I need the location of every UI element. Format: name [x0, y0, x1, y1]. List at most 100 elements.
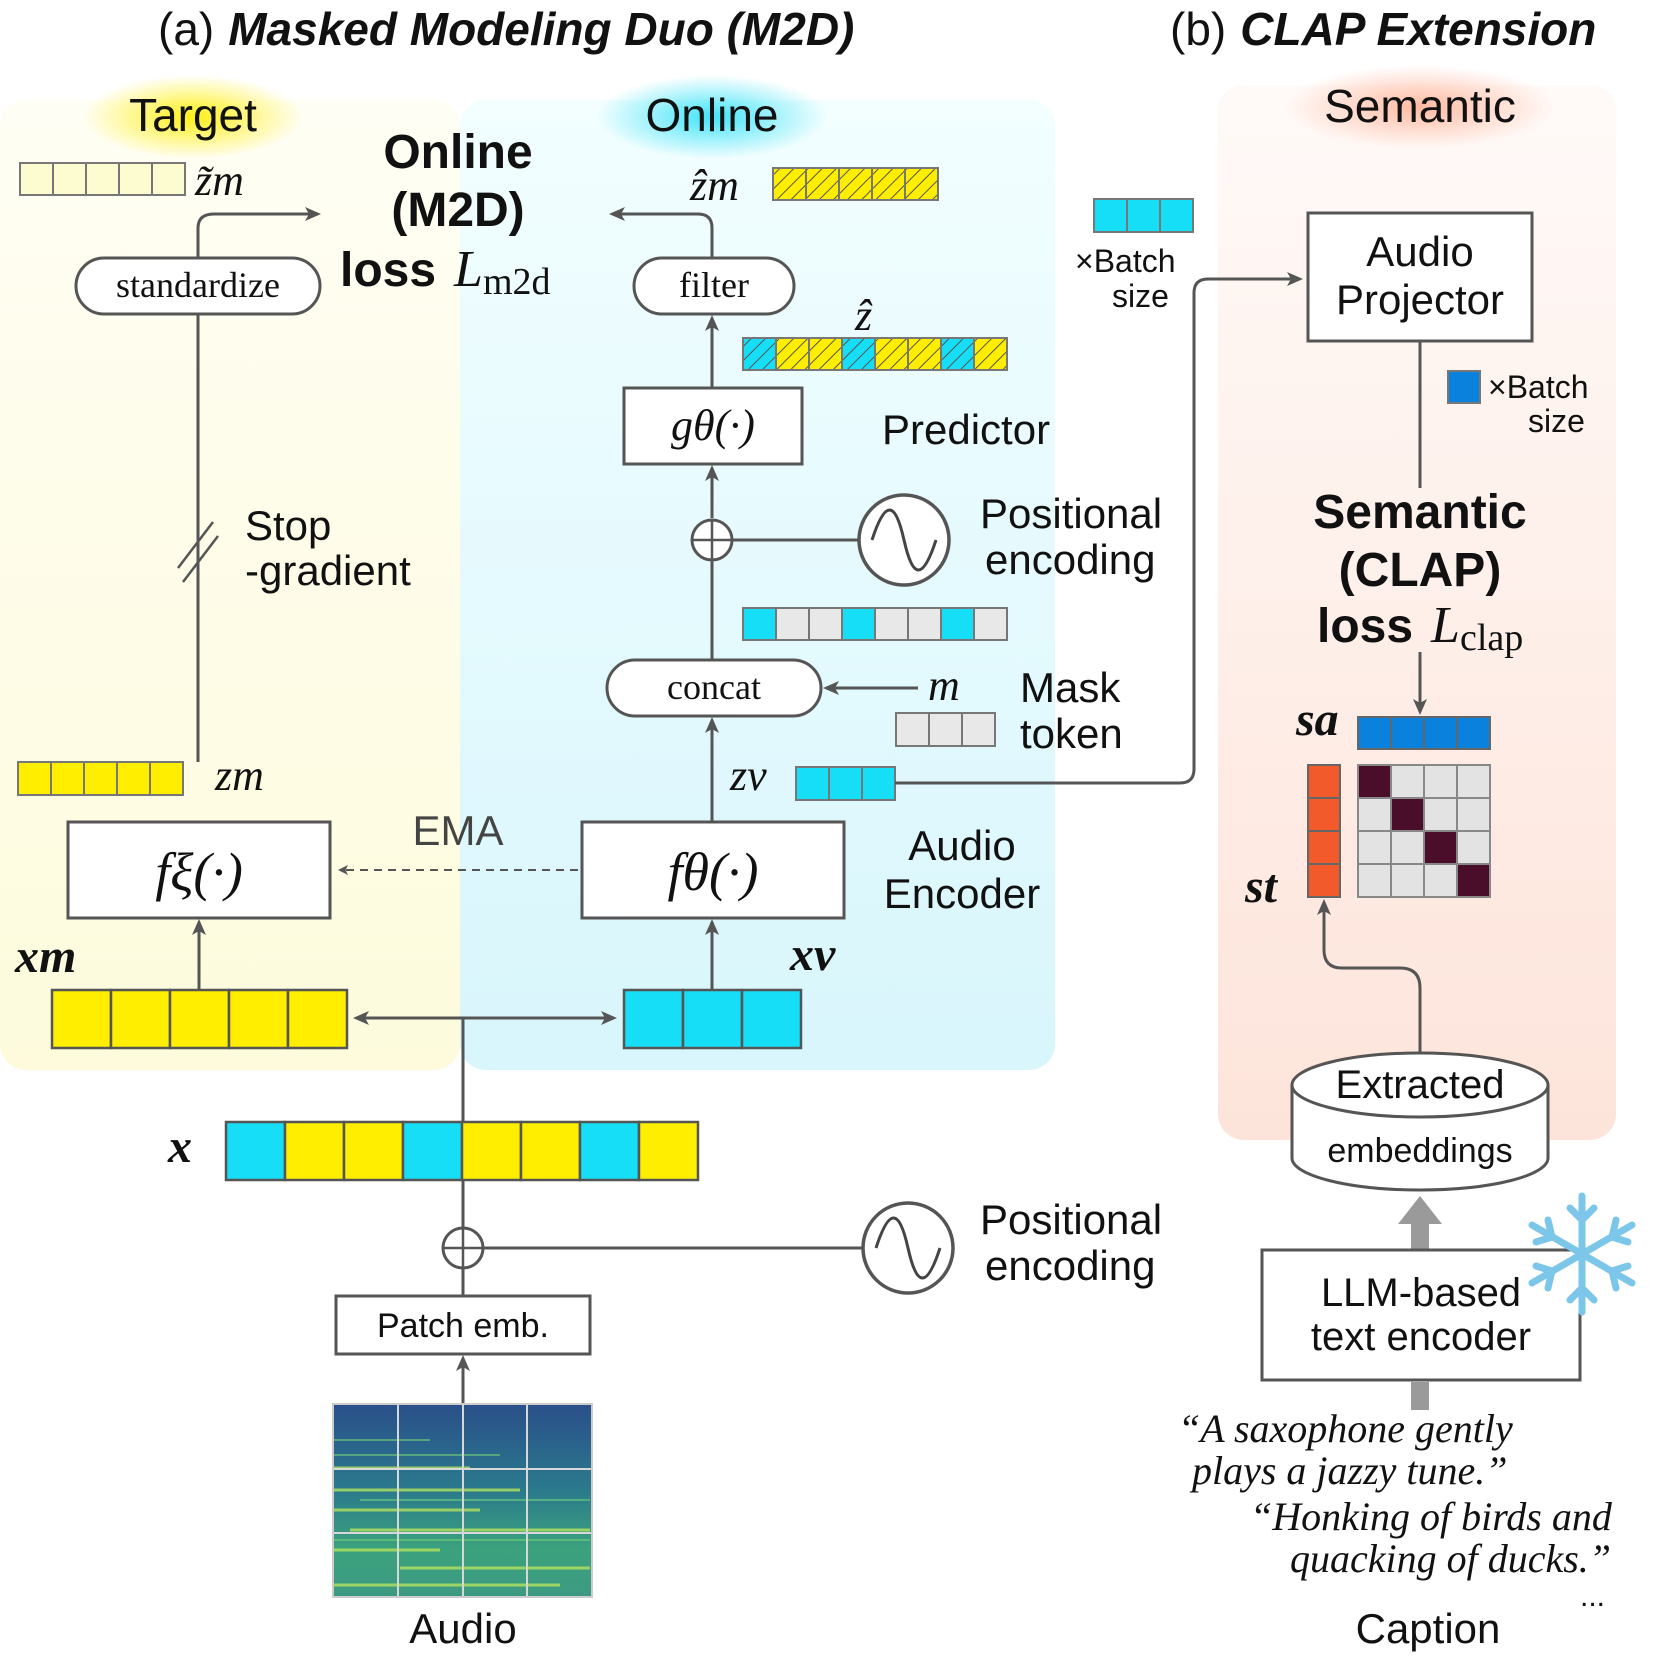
pos-enc-bottom-label-2: encoding: [985, 1242, 1155, 1289]
audio-projector-label-2: Projector: [1336, 276, 1504, 323]
stop-gradient-label-1: Stop: [245, 502, 331, 549]
target-encoder-box: [66, 820, 332, 920]
positional-encoding-icon-top: [857, 493, 951, 587]
positional-encoding-icon-bottom: [861, 1201, 955, 1295]
batch-label-right-2: size: [1528, 403, 1585, 439]
caption-ellipsis: ...: [1580, 1580, 1605, 1613]
svg-text:Online: Online: [383, 126, 532, 179]
caption-label: Caption: [1356, 1605, 1501, 1652]
z-tilde-m-symbol: z̃m: [194, 156, 244, 205]
online-label-glow: [597, 75, 827, 159]
target-label: Target: [129, 89, 257, 141]
llm-to-db-arrow: [1398, 1196, 1442, 1250]
panel-a-title: (a)Masked Modeling Duo (M2D): [158, 3, 854, 55]
target-encoder-label: fξ(·): [155, 842, 243, 902]
concat-box: [605, 658, 823, 718]
semantic-label: Semantic: [1324, 80, 1516, 132]
standardize-to-loss-arrow: [196, 207, 321, 258]
ema-label: EMA: [412, 807, 503, 854]
z-hat-m-tokens: [772, 167, 939, 201]
x-tokens: [224, 1120, 700, 1182]
filter-box: [632, 256, 796, 316]
svg-text:“A saxophone gently: “A saxophone gently: [1178, 1406, 1513, 1451]
similarity-matrix: [1357, 764, 1491, 898]
db-to-st-arrow: [1317, 899, 1422, 1060]
svg-text:“Honking of birds and: “Honking of birds and: [1250, 1494, 1613, 1539]
standardize-label: standardize: [116, 265, 280, 305]
x-v-tokens: [622, 988, 803, 1050]
caption-examples: “A saxophone gently plays a jazzy tune.”…: [1178, 1406, 1613, 1581]
db-label-1: Extracted: [1336, 1063, 1505, 1107]
panel-b-title: (b)CLAP Extension: [1170, 3, 1596, 55]
svg-text:quacking of ducks.”: quacking of ducks.”: [1290, 1536, 1611, 1581]
online-region-bg: [460, 100, 1055, 1070]
batch-token-blue: [1447, 370, 1481, 404]
stop-gradient-marks: [177, 521, 219, 583]
zv-to-projector-arrow: [895, 272, 1303, 785]
semantic-label-glow: [1285, 65, 1555, 149]
mask-token-label-1: Mask: [1020, 664, 1121, 711]
svg-text:(M2D): (M2D): [391, 184, 524, 237]
pos-enc-bottom-label-1: Positional: [980, 1196, 1162, 1243]
filter-to-loss-arrow: [609, 207, 714, 258]
spectrogram-image: [332, 1403, 593, 1598]
stop-gradient-label-2: -gradient: [245, 547, 411, 594]
m2d-loss-label: Online (M2D): [383, 126, 532, 237]
m-symbol: m: [928, 661, 960, 710]
llm-encoder-label-1: LLM-based: [1321, 1271, 1521, 1315]
audio-caption: Audio: [409, 1605, 516, 1652]
concat-tokens: [742, 607, 1008, 641]
db-label-2: embeddings: [1327, 1132, 1512, 1170]
s-t-tokens: [1307, 764, 1341, 898]
audio-projector-label-1: Audio: [1366, 228, 1473, 275]
x-symbol: x: [167, 1120, 192, 1173]
concat-label: concat: [667, 667, 761, 707]
online-encoder-box: [580, 820, 846, 920]
batch-label-top-2: size: [1112, 278, 1169, 314]
z-v-symbol: zv: [729, 751, 767, 800]
pos-enc-top-label-2: encoding: [985, 536, 1155, 583]
embeddings-database: [1290, 1051, 1550, 1192]
caption-to-llm-arrow: [1411, 1382, 1429, 1410]
z-m-symbol: zm: [214, 751, 264, 800]
mask-token-label-2: token: [1020, 710, 1123, 757]
z-hat-symbol: ẑ: [854, 291, 873, 340]
svg-text:Semantic: Semantic: [1313, 486, 1526, 539]
z-m-tokens: [17, 761, 184, 796]
z-tilde-m-tokens: [19, 162, 186, 196]
s-a-symbol: sa: [1295, 693, 1339, 746]
x-m-symbol: xm: [14, 930, 76, 983]
snowflake-frozen-icon: [1528, 1192, 1636, 1316]
batch-label-top-1: ×Batch: [1075, 243, 1176, 279]
x-v-symbol: xv: [789, 928, 836, 981]
patch-emb-label: Patch emb.: [377, 1307, 549, 1345]
pos-enc-top-label-1: Positional: [980, 490, 1162, 537]
batch-tokens-top: [1093, 198, 1194, 233]
predictor-box: [622, 386, 804, 466]
target-label-glow: [83, 75, 303, 159]
patch-emb-box: [334, 1294, 592, 1356]
z-hat-m-symbol: ẑm: [689, 161, 739, 210]
s-t-symbol: st: [1244, 860, 1279, 913]
batch-label-right-1: ×Batch: [1488, 369, 1589, 405]
clap-loss-label: Semantic (CLAP): [1313, 486, 1526, 597]
online-encoder-label: fθ(·): [668, 842, 759, 902]
online-label: Online: [646, 89, 779, 141]
z-v-tokens: [795, 766, 896, 801]
predictor-label: Predictor: [882, 406, 1050, 453]
llm-encoder-box: [1260, 1248, 1582, 1382]
predictor-fn-label: gθ(·): [671, 401, 755, 450]
z-hat-tokens: [742, 337, 1008, 371]
x-m-tokens: [50, 988, 349, 1050]
llm-encoder-label-2: text encoder: [1311, 1315, 1531, 1359]
s-a-tokens: [1357, 716, 1491, 750]
mask-tokens: [895, 712, 996, 747]
svg-text:plays a jazzy tune.”: plays a jazzy tune.”: [1189, 1448, 1508, 1493]
audio-encoder-label-1: Audio: [908, 822, 1015, 869]
svg-text:(CLAP): (CLAP): [1339, 544, 1502, 597]
filter-label: filter: [679, 265, 749, 305]
audio-encoder-label-2: Encoder: [884, 870, 1040, 917]
